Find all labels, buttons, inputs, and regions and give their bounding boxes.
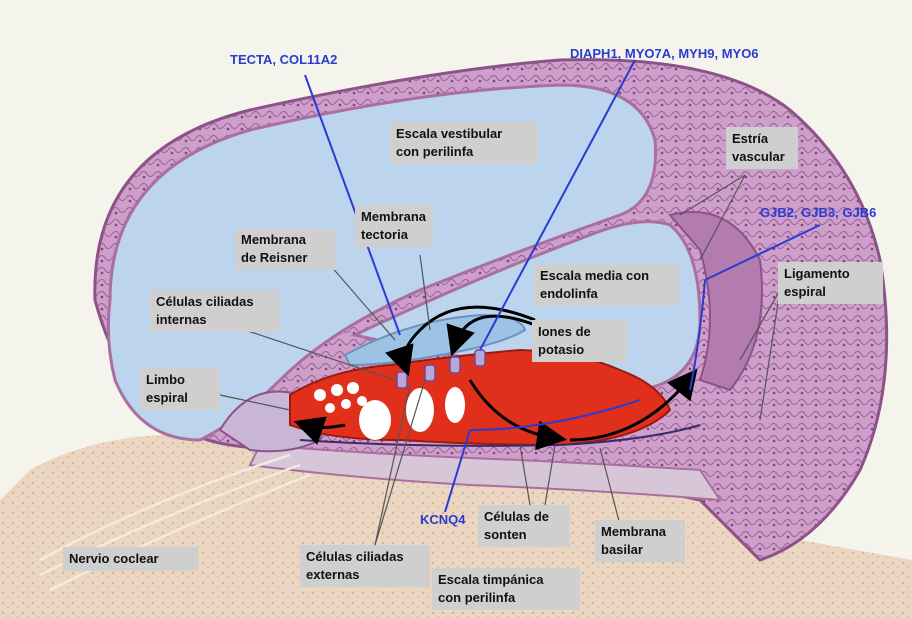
label-celulas-sonten: Células de sonten <box>478 505 570 547</box>
label-celulas-ciliadas-internas: Células ciliadas internas <box>150 290 280 332</box>
label-membrana-tectoria: Membrana tectoria <box>355 205 433 247</box>
label-estria-vascular: Estría vascular <box>726 127 798 169</box>
label-escala-timpanica: Escala timpánica con perilinfa <box>432 568 580 610</box>
label-membrana-reisner: Membrana de Reisner <box>235 228 335 270</box>
label-celulas-ciliadas-externas: Células ciliadas externas <box>300 545 430 587</box>
label-ligamento-espiral: Ligamento espiral <box>778 262 883 304</box>
label-escala-media: Escala media con endolinfa <box>534 264 679 306</box>
label-limbo-espiral: Limbo espiral <box>140 368 220 410</box>
gene-label-tecta: TECTA, COL11A2 <box>230 52 337 67</box>
gene-label-kcnq4: KCNQ4 <box>420 512 466 527</box>
label-nervio-coclear: Nervio coclear <box>63 547 198 571</box>
gene-label-diaph: DIAPH1, MYO7A, MYH9, MYO6 <box>570 46 759 61</box>
label-iones-potasio: Iones de potasio <box>532 320 627 362</box>
label-membrana-basilar: Membrana basilar <box>595 520 685 562</box>
label-escala-vestibular: Escala vestibular con perilinfa <box>390 122 538 164</box>
gene-label-gjb: GJB2, GJB3, GJB6 <box>760 205 876 220</box>
